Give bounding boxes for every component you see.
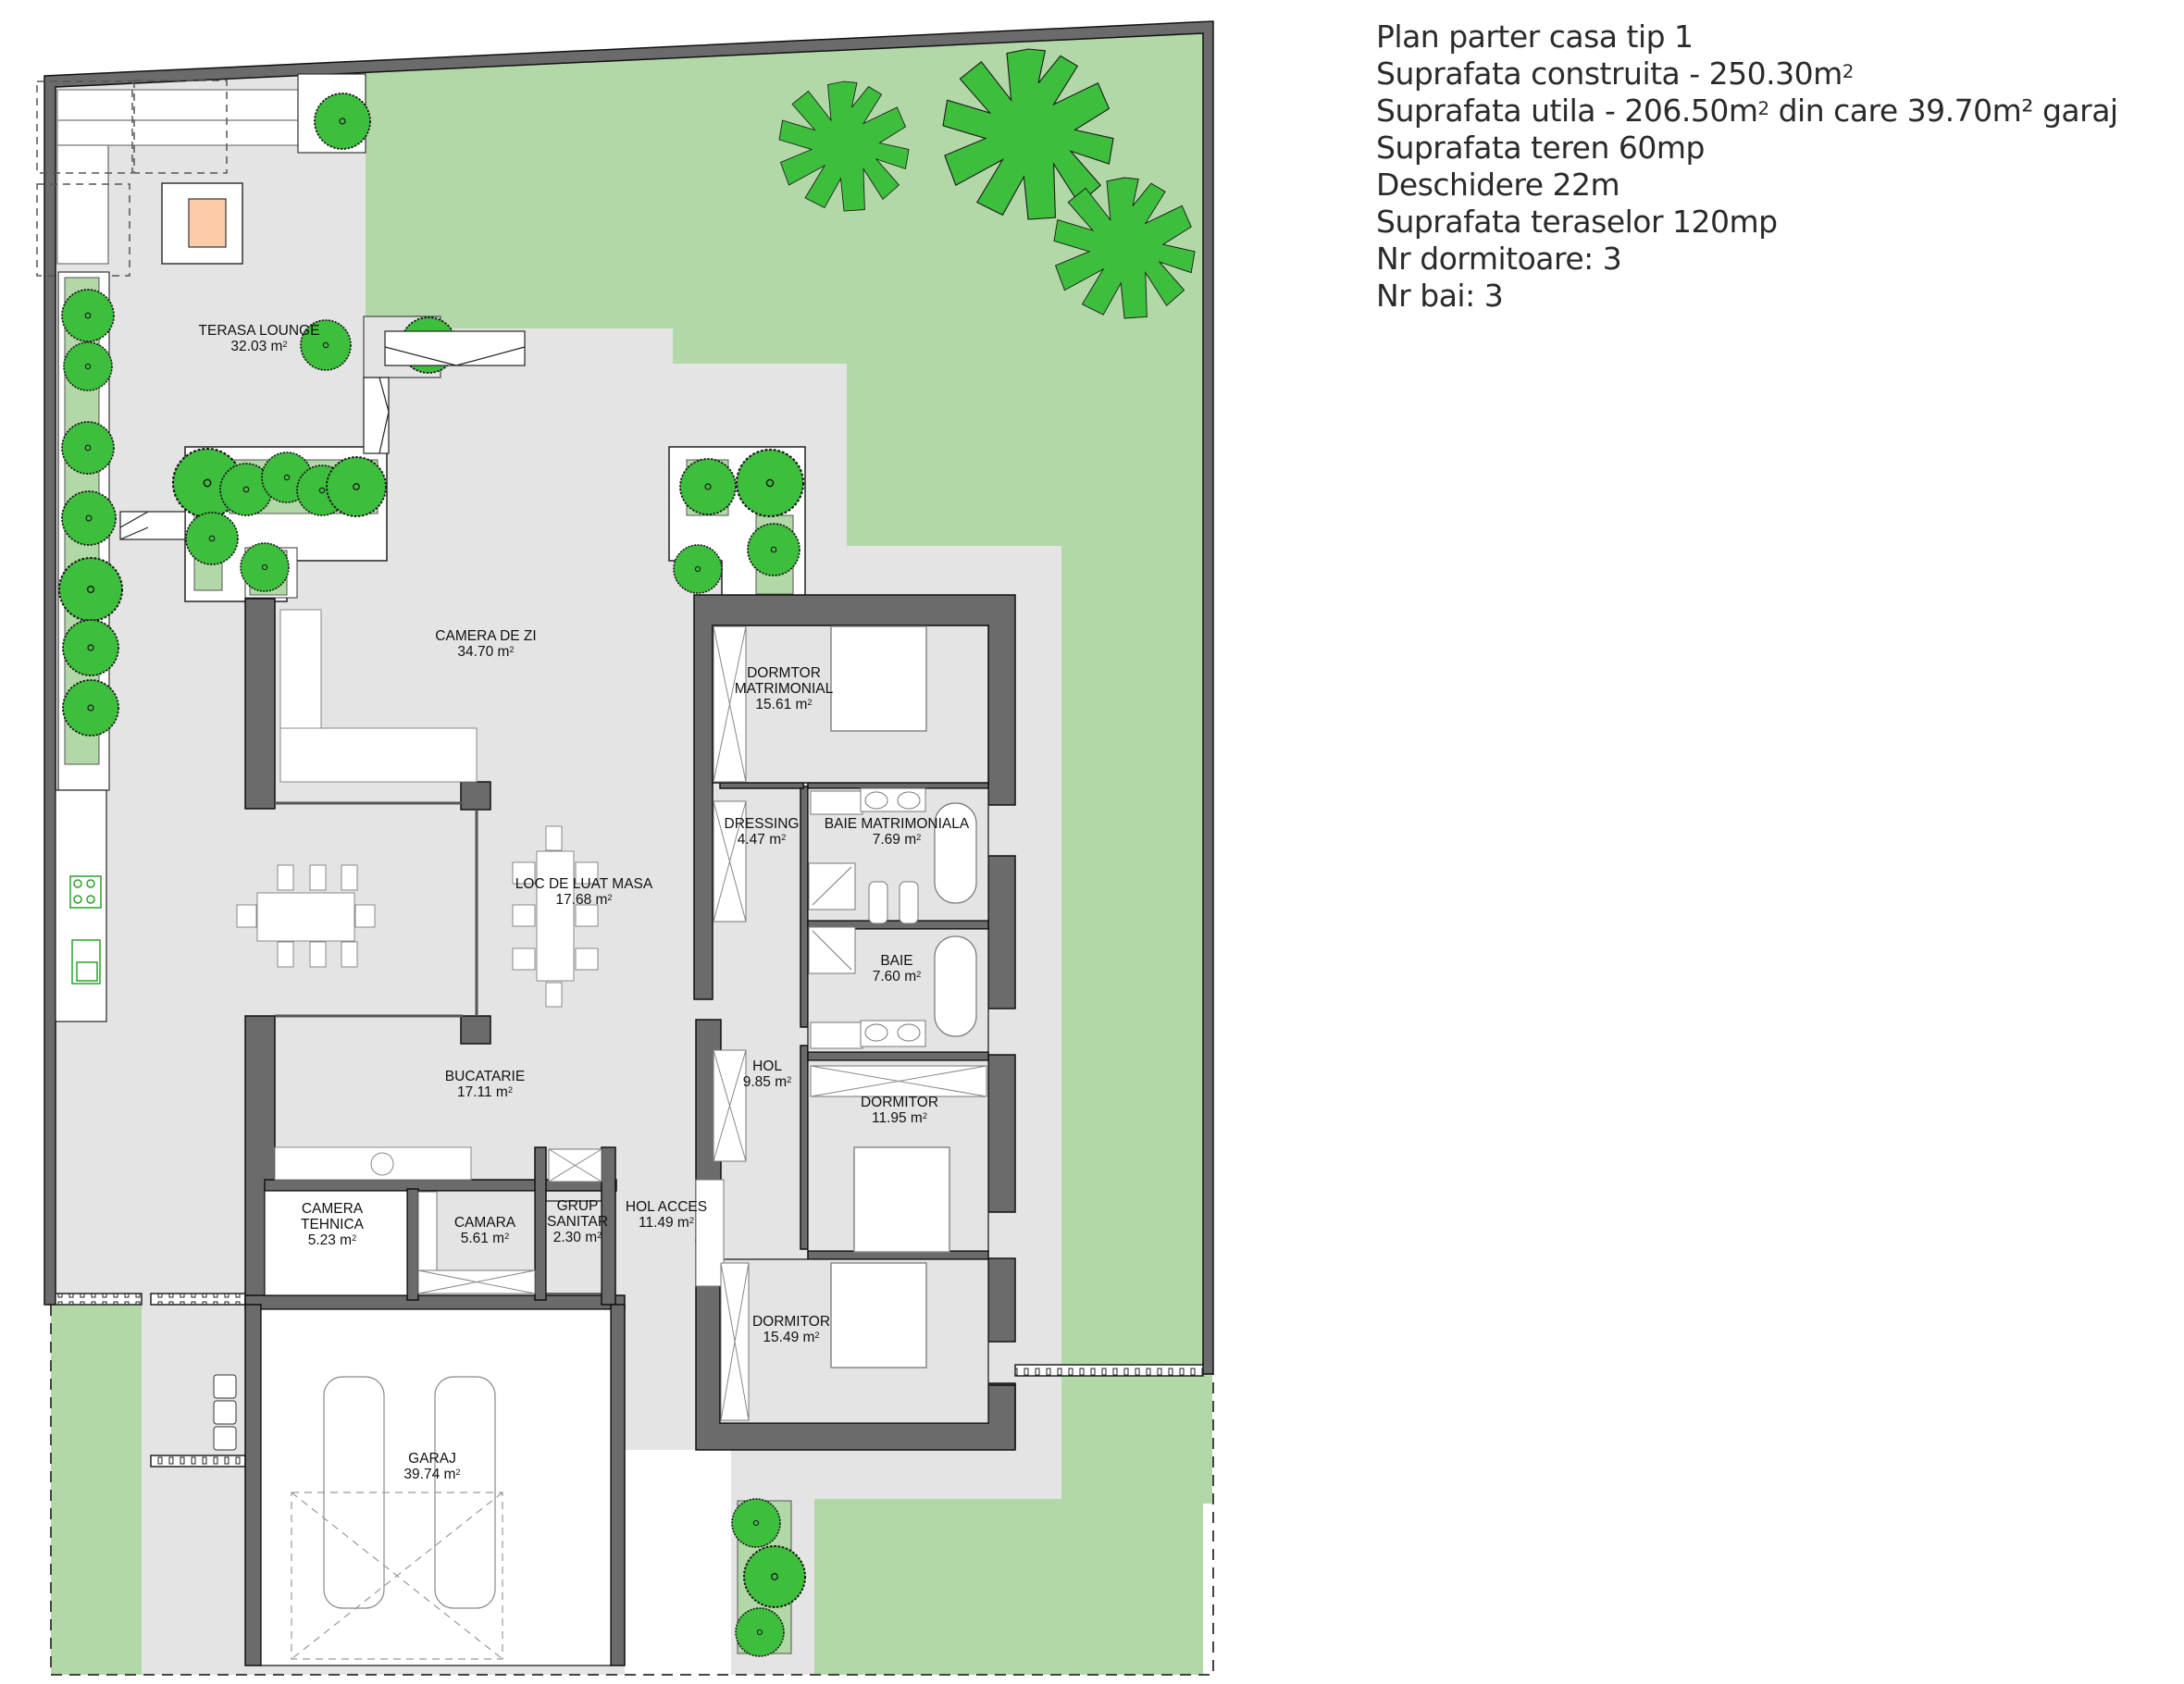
fireplace-frame: [161, 182, 243, 265]
plan-title: Plan parter casa tip 1: [1376, 19, 1694, 55]
shrub: [731, 1498, 781, 1548]
garage-door-outline: [291, 1492, 503, 1660]
wardrobe-crosses: [417, 625, 987, 1421]
sinks: [860, 787, 926, 1047]
shrub: [735, 1607, 785, 1657]
lounge-sofa: [56, 89, 299, 265]
gate-lounge: [119, 511, 186, 540]
room-area: 15.61 m2: [755, 696, 813, 712]
room-area: 5.23 m2: [307, 1232, 357, 1248]
room-area: 7.60 m2: [872, 969, 922, 984]
cooktop-icon: [69, 875, 102, 909]
dining-tables: [236, 825, 599, 1008]
living-sofa: [279, 609, 478, 783]
room-name: BUCATARIE: [444, 1069, 526, 1084]
room-area: 4.47 m2: [737, 832, 787, 848]
sink-outdoor-icon: [71, 939, 101, 984]
gate: [363, 330, 526, 454]
room-name: HOL: [752, 1059, 782, 1074]
lounge-outline: [36, 80, 228, 277]
room-name: DORMTOR: [747, 664, 821, 681]
fireplace-icon: [188, 198, 227, 248]
room-area: 32.03 m2: [230, 339, 288, 354]
beds: [830, 625, 950, 1368]
showers: [808, 862, 856, 974]
fence-left: [55, 1293, 143, 1306]
room-name: DORMITOR: [860, 1095, 939, 1110]
room-name: GARAJ: [408, 1451, 456, 1467]
room-area: 15.49 m2: [763, 1330, 820, 1345]
room-name: BAIE MATRIMONIALA: [824, 816, 970, 832]
site-wall: [43, 20, 1214, 1375]
outdoor-counter: [55, 789, 107, 1022]
room-area: 17.68 m2: [555, 892, 613, 908]
room-name: TERASA LOUNGE: [198, 323, 320, 339]
shrub: [743, 1545, 806, 1608]
room-name: HOL ACCES: [625, 1199, 708, 1215]
kitchen-counter: [274, 1146, 472, 1181]
room-name: DORMITOR: [751, 1314, 831, 1330]
fence-service-2: [150, 1455, 246, 1467]
service-appliances: [213, 1374, 237, 1451]
room-name: GRUP: [556, 1197, 599, 1214]
room-name: CAMERA: [301, 1200, 364, 1217]
info-line: Deschidere 22m: [1376, 167, 1620, 203]
room-area: 7.69 m2: [872, 832, 922, 848]
shrub-top: [314, 93, 371, 150]
info-line: Suprafata teraselor 120mp: [1376, 204, 1778, 240]
planter-center-left: [171, 446, 388, 602]
info-line: Suprafata teren 60mp: [1376, 130, 1705, 166]
fence-right: [1014, 1364, 1204, 1377]
info-line: Suprafata construita - 250.30m2: [1376, 56, 1854, 92]
toilets: [868, 881, 919, 924]
room-area: 17.11 m2: [456, 1084, 514, 1100]
room-area: 39.74 m2: [403, 1467, 461, 1482]
walls: [244, 594, 1016, 1666]
room-name: SANITAR: [546, 1213, 609, 1230]
room-name: BAIE: [880, 953, 913, 969]
room-area: 34.70 m2: [457, 644, 515, 660]
room-area: 9.85 m2: [742, 1074, 792, 1090]
room-name: LOC DE LUAT MASA: [515, 876, 653, 892]
planter-center-right: [668, 446, 806, 601]
room-area: 11.95 m2: [871, 1110, 928, 1126]
room-area: 2.30 m2: [552, 1229, 602, 1245]
stove-icon: [370, 1152, 394, 1176]
fence-service: [150, 1293, 246, 1306]
room-name: CAMERA DE ZI: [435, 628, 537, 644]
site-boundary: [50, 1305, 1214, 1676]
plan-info: Plan parter casa tip 1 Suprafata constru…: [1376, 19, 2118, 315]
room-area: 5.61 m2: [460, 1231, 510, 1246]
bathtubs: [934, 802, 977, 1037]
glass-partition: [275, 801, 478, 1018]
info-line: Suprafata utila - 206.50m2 din care 39.7…: [1376, 93, 2118, 129]
room-name: DRESSING: [724, 816, 800, 832]
room-name: CAMARA: [453, 1215, 516, 1231]
room-name: MATRIMONIAL: [734, 680, 834, 697]
room-area: 11.49 m2: [638, 1215, 695, 1231]
info-line: Nr bai: 3: [1376, 278, 1504, 314]
room-name: TEHNICA: [300, 1216, 365, 1232]
cars: [323, 1376, 496, 1609]
info-line: Nr dormitoare: 3: [1376, 241, 1622, 277]
